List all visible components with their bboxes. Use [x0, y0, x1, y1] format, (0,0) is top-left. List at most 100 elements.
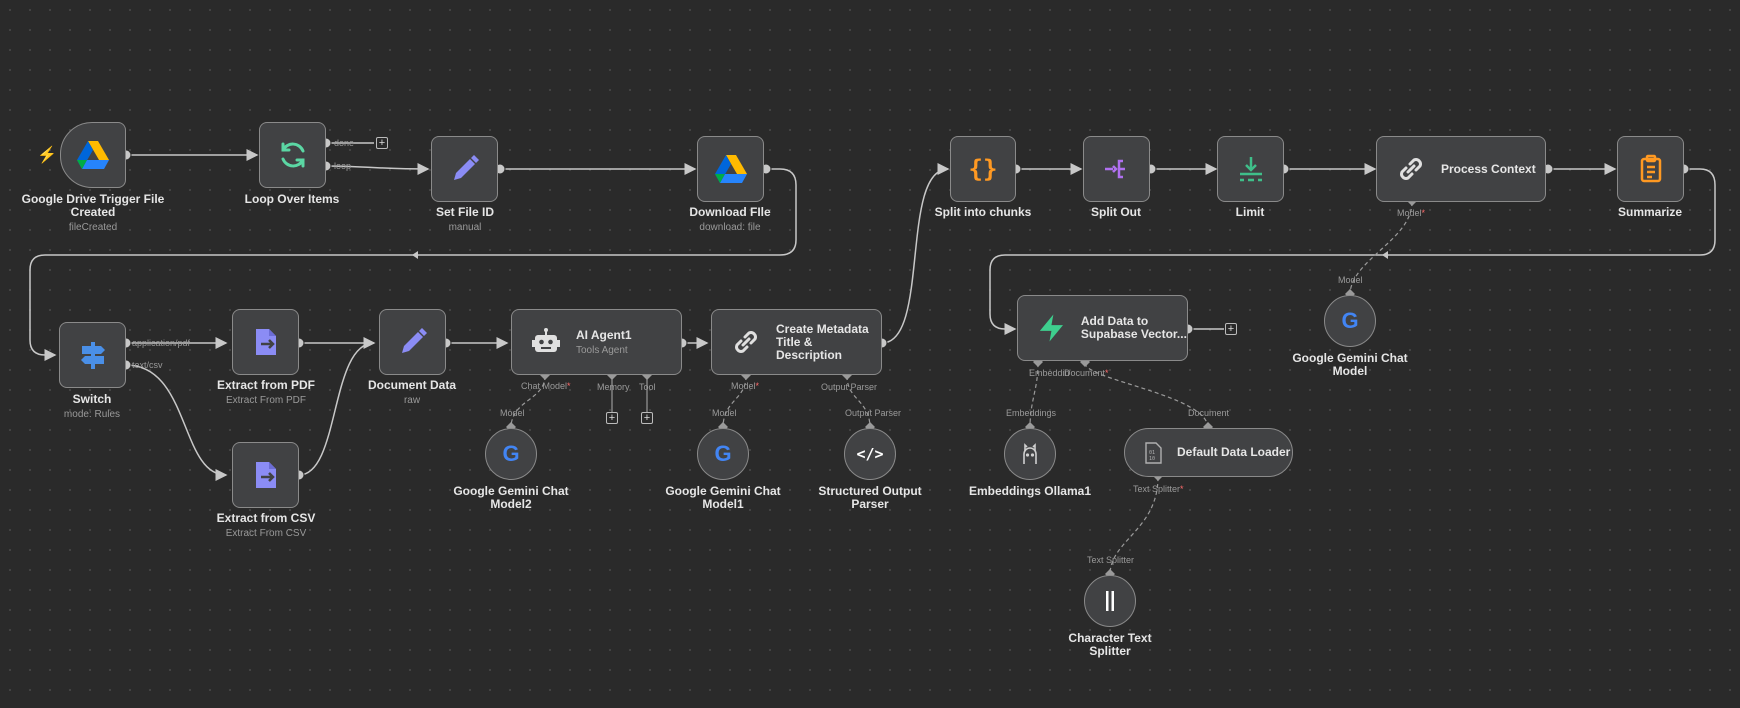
add-memory-plus-button[interactable]: + [606, 412, 618, 424]
pencil-icon [453, 155, 479, 180]
node-embeddings-ollama1[interactable] [1004, 428, 1056, 480]
node-split-out[interactable] [1083, 136, 1150, 202]
supabase-embedding-port-label: Embeddin [1029, 368, 1070, 378]
structured-parser-port-label: Output Parser [845, 408, 902, 418]
switch-output-csv-label: text/csv [132, 360, 163, 370]
add-node-plus-button[interactable]: + [376, 137, 388, 149]
data-loader-text-splitter-port-text: Text Splitter [1133, 484, 1181, 494]
node-embeddings-ollama1-title: Embeddings Ollama1 [968, 484, 1092, 498]
node-extract-from-pdf-subtitle: Extract From PDF [225, 395, 306, 406]
switch-signs-icon [80, 342, 105, 369]
node-limit-title: Limit [1235, 205, 1265, 219]
node-summarize-title: Summarize [1617, 205, 1683, 219]
node-character-text-splitter[interactable] [1084, 575, 1136, 627]
node-google-gemini-chat-model[interactable]: G [1324, 295, 1376, 347]
node-switch-title: Switch [72, 392, 112, 406]
node-process-context[interactable]: Process Context [1376, 136, 1546, 202]
create-metadata-model-port-text: Model [731, 381, 756, 391]
required-asterisk: * [1105, 368, 1109, 378]
svg-text:01: 01 [1149, 450, 1155, 456]
google-drive-icon [77, 141, 109, 169]
node-switch[interactable] [59, 322, 126, 388]
node-supabase-vector-store[interactable]: Add Data to Supabase Vector... [1017, 295, 1188, 361]
link-icon [735, 331, 757, 353]
ai-agent-chat-model-port-label: Chat Model* [521, 381, 571, 391]
process-context-model-port-label: Model* [1397, 208, 1425, 218]
required-asterisk: * [567, 381, 571, 391]
node-set-file-id[interactable] [431, 136, 498, 202]
create-metadata-output-parser-port-label: Output Parser [821, 382, 878, 392]
node-download-file[interactable] [697, 136, 764, 202]
node-process-context-title: Process Context [1441, 161, 1536, 176]
pencil-icon [401, 328, 427, 353]
node-limit[interactable] [1217, 136, 1284, 202]
splitter-bars-icon [1106, 591, 1114, 611]
node-extract-from-csv-subtitle: Extract From CSV [225, 528, 307, 539]
limit-icon [1239, 157, 1262, 182]
node-ai-agent[interactable]: AI Agent1 Tools Agent [511, 309, 682, 375]
gemini1-model-port-label: Model [712, 408, 737, 418]
node-document-data-title: Document Data [367, 378, 456, 392]
node-extract-from-csv[interactable] [232, 442, 299, 508]
node-set-file-id-title: Set File ID [435, 205, 494, 219]
node-create-metadata[interactable]: Create Metadata Title & Description [711, 309, 882, 375]
node-ai-agent-title: AI Agent1 [576, 327, 632, 342]
split-out-icon [1104, 159, 1125, 179]
node-extract-from-pdf[interactable] [232, 309, 299, 375]
data-loader-text-splitter-port-label: Text Splitter* [1133, 484, 1184, 494]
node-google-gemini-chat-model2[interactable]: G [485, 428, 537, 480]
ollama-llama-icon [1023, 443, 1037, 464]
node-google-gemini-chat-model-title: Google Gemini Chat Model [1292, 351, 1408, 378]
node-document-data-subtitle: raw [403, 395, 421, 406]
supabase-bolt-icon [1039, 314, 1064, 342]
switch-output-pdf-label: application/pdf [132, 338, 191, 348]
ai-agent-tool-port-label: Tool [639, 382, 656, 392]
node-ai-agent-subtitle: Tools Agent [576, 344, 628, 356]
add-node-plus-button[interactable]: + [1225, 323, 1237, 335]
refresh-icon [281, 142, 304, 168]
node-google-drive-trigger-title: Google Drive Trigger File Created [21, 192, 165, 219]
node-structured-output-parser-title: Structured Output Parser [818, 484, 922, 511]
node-google-gemini-chat-model1-title: Google Gemini Chat Model1 [665, 484, 781, 511]
char-splitter-port-label: Text Splitter [1087, 555, 1135, 565]
node-google-gemini-chat-model2-title: Google Gemini Chat Model2 [453, 484, 569, 511]
robot-icon [532, 328, 560, 352]
node-set-file-id-subtitle: manual [448, 222, 482, 233]
node-switch-subtitle: mode: Rules [63, 409, 121, 420]
code-icon: </> [856, 445, 884, 463]
gemini2-model-port-label: Model [500, 408, 525, 418]
ai-agent-memory-port-label: Memory [597, 382, 630, 392]
google-drive-icon [714, 155, 747, 183]
node-google-drive-trigger[interactable] [60, 122, 126, 188]
required-asterisk: * [755, 381, 760, 391]
create-metadata-model-port-label: Model* [731, 381, 759, 391]
node-split-out-title: Split Out [1091, 205, 1141, 219]
node-summarize[interactable] [1617, 136, 1684, 202]
supabase-document-port-text: Document [1064, 368, 1106, 378]
google-g-icon: G [714, 441, 732, 466]
node-structured-output-parser[interactable]: </> [844, 428, 896, 480]
clipboard-icon [1640, 154, 1661, 183]
node-extract-from-csv-title: Extract from CSV [216, 511, 316, 525]
node-document-data[interactable] [379, 309, 446, 375]
node-default-data-loader-title: Default Data Loader [1177, 445, 1291, 459]
node-split-into-chunks-title: Split into chunks [934, 205, 1032, 219]
required-asterisk: * [1421, 208, 1426, 218]
node-loop-over-items[interactable] [259, 122, 326, 188]
link-icon [1400, 158, 1422, 180]
google-g-icon: G [502, 441, 520, 466]
node-supabase-title: Add Data to Supabase Vector... [1080, 314, 1187, 341]
loop-output-loop-label: loop [334, 161, 352, 171]
node-character-text-splitter-title: Character Text Splitter [1068, 631, 1152, 658]
file-extract-icon [255, 329, 276, 355]
node-split-into-chunks[interactable]: {} [950, 136, 1016, 202]
node-google-gemini-chat-model1[interactable]: G [697, 428, 749, 480]
node-extract-from-pdf-title: Extract from PDF [216, 378, 316, 392]
node-create-metadata-title: Create Metadata Title & Description [776, 321, 869, 362]
add-tool-plus-button[interactable]: + [641, 412, 653, 424]
code-braces-icon: {} [968, 155, 998, 183]
trigger-bolt-icon: ⚡ [37, 147, 57, 164]
